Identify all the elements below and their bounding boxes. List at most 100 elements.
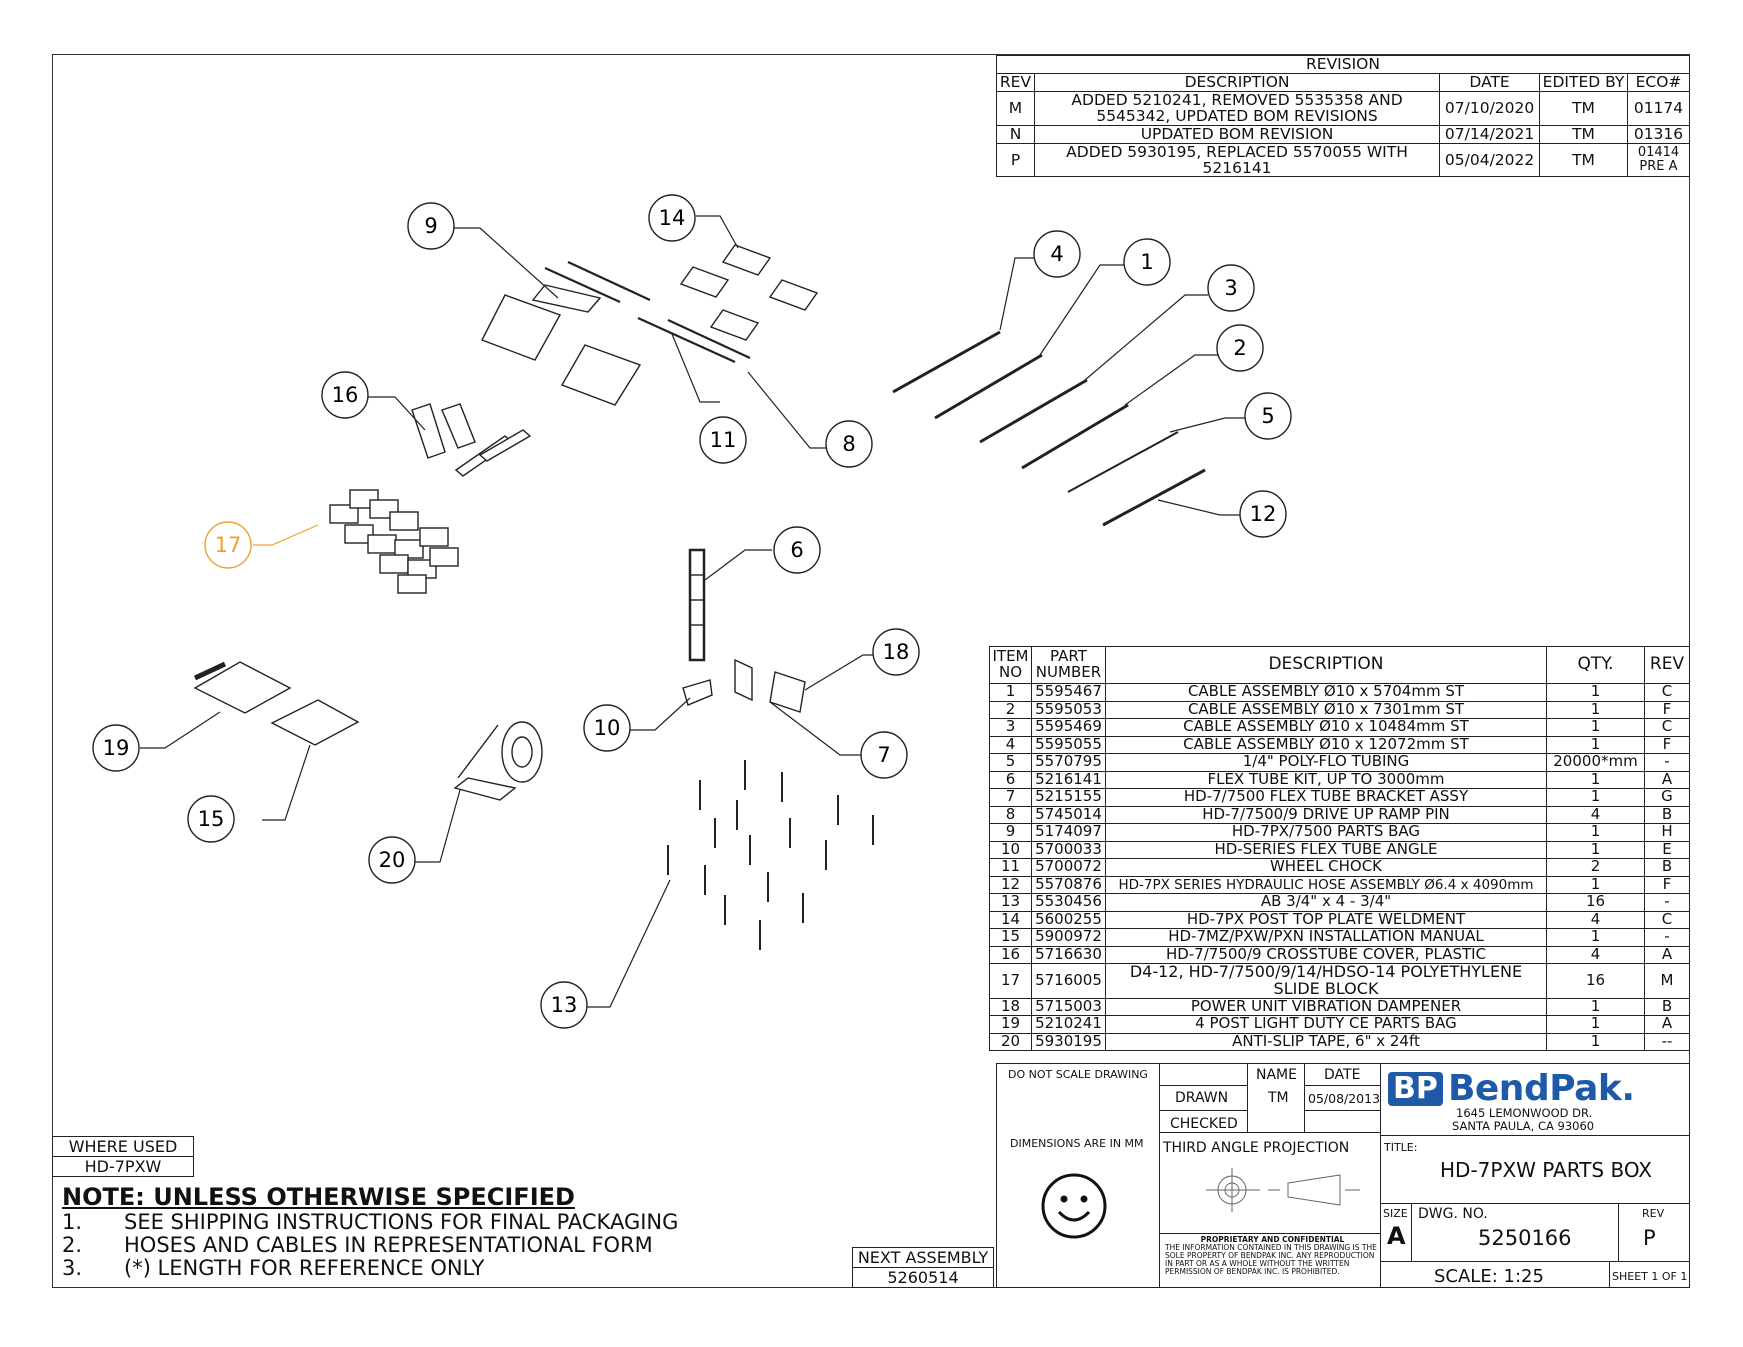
third-angle-projection-icon (1206, 1168, 1360, 1212)
post-top-plate-part (679, 244, 819, 341)
bom-rev-cell: B (1643, 997, 1691, 1017)
bom-rev-cell: E (1643, 840, 1691, 859)
balloon-label: 13 (551, 993, 578, 1017)
bp-logo-mark: BP (1388, 1071, 1443, 1106)
bom-qty-cell: 1 (1546, 928, 1645, 947)
balloon-label: 12 (1250, 502, 1277, 526)
bom-qty-cell: 1 (1546, 1032, 1645, 1052)
bom-qty-cell: 16 (1546, 893, 1645, 912)
balloon-12: 12 (1239, 490, 1287, 538)
bom-qty-cell: 1 (1546, 823, 1645, 842)
balloon-4: 4 (1033, 230, 1081, 278)
balloon-label: 11 (710, 428, 737, 452)
bom-item-cell: 1 (989, 683, 1032, 702)
bom-item-cell: 7 (989, 788, 1032, 807)
company-name: BendPak. (1447, 1068, 1635, 1109)
bom-rev-cell: B (1643, 858, 1691, 877)
bom-desc-cell: WHEEL CHOCK (1104, 858, 1548, 877)
installation-manual-part (270, 699, 360, 746)
bom-rev-cell: H (1643, 823, 1691, 842)
next-assembly-label: NEXT ASSEMBLY (857, 1248, 989, 1267)
drawing-rev: P (1643, 1226, 1656, 1250)
revision-table: REVISION REV DESCRIPTION DATE EDITED BY … (996, 55, 1691, 178)
balloon-label: 15 (198, 807, 225, 831)
revision-eco-cell: 01414 PRE A (1626, 142, 1691, 178)
bom-qty-cell: 1 (1546, 875, 1645, 894)
flex-tube-part (688, 548, 706, 662)
bom-item-cell: 12 (989, 875, 1032, 894)
do-not-scale-note: DO NOT SCALE DRAWING (1008, 1068, 1148, 1081)
bom-part-cell: 5715003 (1030, 997, 1106, 1017)
balloon-17: 17 (204, 521, 252, 569)
bom-desc-cell: HD-7PX POST TOP PLATE WELDMENT (1104, 910, 1548, 929)
bom-item-cell: 11 (989, 858, 1032, 877)
bom-item-cell: 16 (989, 945, 1032, 964)
bom-desc-cell: HD-SERIES FLEX TUBE ANGLE (1104, 840, 1548, 859)
note-item: 3.(*) LENGTH FOR REFERENCE ONLY (62, 1256, 485, 1280)
bom-qty-cell: 1 (1546, 770, 1645, 789)
revision-by-cell: TM (1539, 124, 1628, 144)
bom-part-cell: 5174097 (1030, 823, 1106, 842)
bom-part-cell: 5530456 (1030, 893, 1106, 912)
balloon-label: 3 (1224, 276, 1237, 300)
edited-by-col-header: EDITED BY (1539, 73, 1628, 92)
bom-part-cell: 5716005 (1030, 963, 1106, 999)
bom-qty-cell: 4 (1546, 910, 1645, 929)
sheet-size: A (1387, 1222, 1406, 1250)
balloon-label: 14 (659, 206, 686, 230)
bom-qty-cell: 1 (1546, 997, 1645, 1017)
notes-title: NOTE: UNLESS OTHERWISE SPECIFIED (62, 1183, 575, 1211)
description-col-header: DESCRIPTION (1033, 73, 1441, 92)
bom-rev-cell: F (1643, 875, 1691, 894)
address-line-1: 1645 LEMONWOOD DR. (1456, 1106, 1593, 1120)
scale-label: SCALE: 1:25 (1434, 1266, 1544, 1287)
bom-qty-cell: 20000*mm (1546, 753, 1645, 772)
balloon-7: 7 (860, 731, 908, 779)
balloon-13: 13 (540, 981, 588, 1029)
address-line-2: SANTA PAULA, CA 93060 (1452, 1119, 1595, 1133)
balloon-label: 2 (1233, 336, 1246, 360)
balloon-5: 5 (1244, 392, 1292, 440)
bom-item-cell: 6 (989, 770, 1032, 789)
sheet-number: SHEET 1 OF 1 (1612, 1270, 1688, 1283)
bom-desc-cell: ANTI-SLIP TAPE, 6" x 24ft (1104, 1032, 1548, 1052)
bom-qty-cell: 1 (1546, 718, 1645, 737)
title-cell (1380, 1135, 1690, 1204)
balloon-label: 20 (379, 848, 406, 872)
bom-desc-cell: HD-7PX/7500 PARTS BAG (1104, 823, 1548, 842)
rev-col-header: REV (996, 73, 1035, 92)
bom-item-cell: 20 (989, 1032, 1032, 1052)
revision-date-cell: 05/04/2022 (1439, 142, 1541, 178)
vibration-dampener-part (769, 671, 806, 713)
revision-desc-cell: ADDED 5930195, REPLACED 5570055 WITH 521… (1033, 142, 1441, 178)
description-col-header: DESCRIPTION (1104, 646, 1548, 684)
bom-item-cell: 2 (989, 700, 1032, 719)
drawn-label: DRAWN (1175, 1090, 1229, 1106)
bom-desc-cell: HD-7PX SERIES HYDRAULIC HOSE ASSEMBLY Ø6… (1104, 875, 1548, 894)
balloon-1: 1 (1123, 238, 1171, 286)
balloon-label: 5 (1261, 404, 1274, 428)
balloon-label: 7 (877, 743, 890, 767)
bom-part-cell: 5716630 (1030, 945, 1106, 964)
bom-table: ITEM NO PART NUMBER DESCRIPTION QTY. REV… (989, 646, 1691, 1052)
dims-cell (996, 1063, 1160, 1288)
revision-rev-cell: M (996, 91, 1035, 126)
dimensions-note: DIMENSIONS ARE IN MM (1010, 1137, 1144, 1150)
slide-block-part (329, 489, 459, 594)
revision-title: REVISION (996, 55, 1690, 74)
bom-item-cell: 17 (989, 963, 1032, 999)
balloon-label: 1 (1140, 250, 1153, 274)
bom-rev-cell: F (1643, 735, 1691, 754)
balloon-label: 19 (103, 736, 130, 760)
balloon-label: 17 (215, 533, 242, 557)
where-used-box: WHERE USED HD-7PXW (52, 1136, 194, 1177)
where-used-label: WHERE USED (68, 1137, 178, 1156)
